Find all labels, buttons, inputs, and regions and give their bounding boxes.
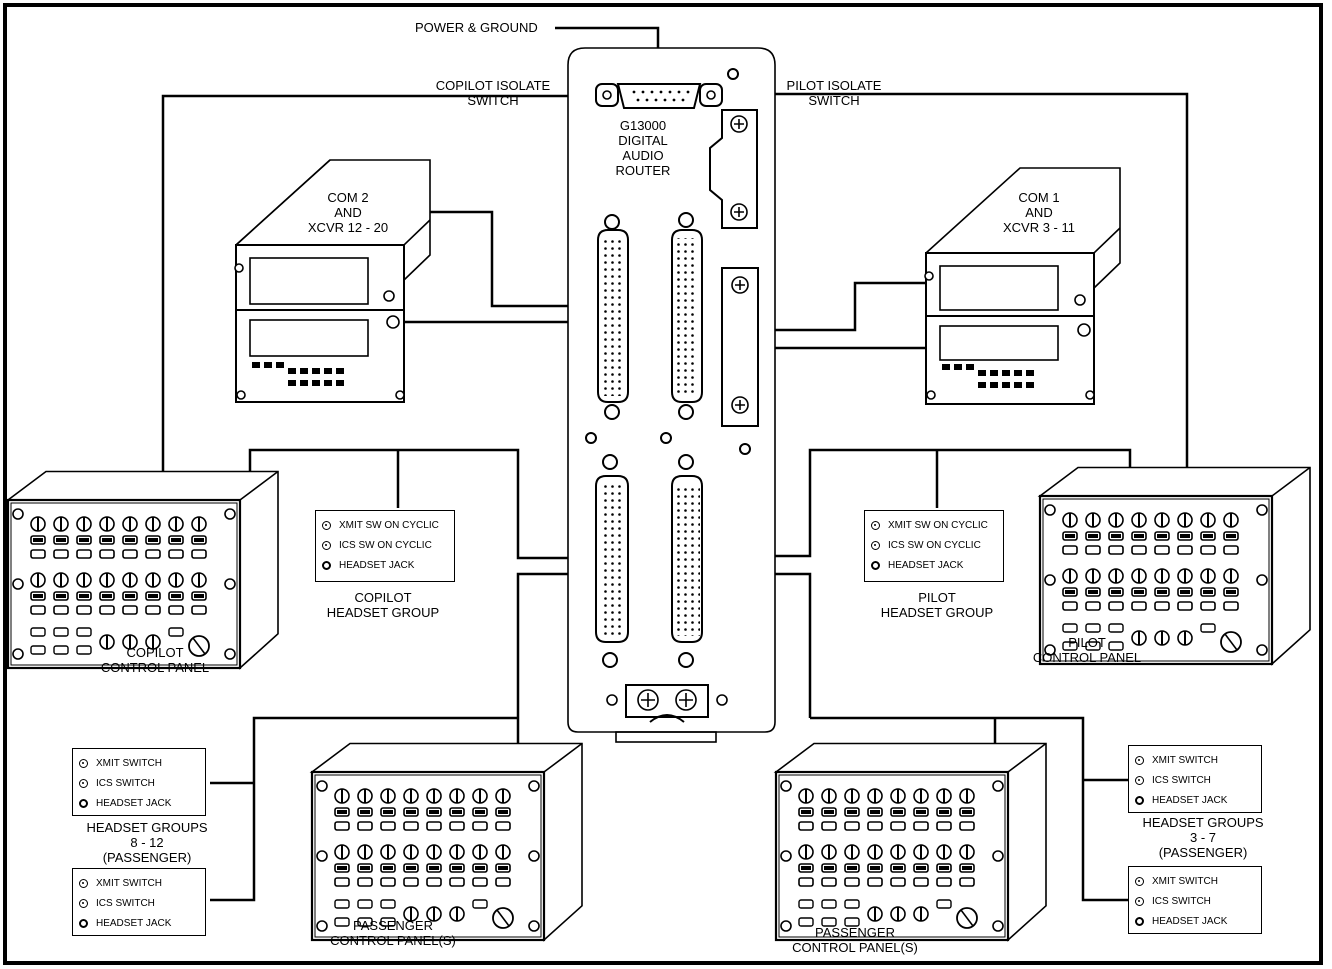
pilot-headset-group-box: XMIT SW ON CYCLIC ICS SW ON CYCLIC HEADS… xyxy=(864,510,1004,582)
passenger-headset-box-left-2: XMIT SWITCH ICS SWITCH HEADSET JACK xyxy=(72,868,206,936)
xmit-sw-row: XMIT SW ON CYCLIC xyxy=(871,515,997,535)
switch-symbol-icon xyxy=(79,759,88,768)
switch-symbol-icon xyxy=(1135,877,1144,886)
copilot-control-panel xyxy=(8,472,278,669)
passenger-headset-box-right-2: XMIT SWITCH ICS SWITCH HEADSET JACK xyxy=(1128,866,1262,934)
switch-symbol-icon xyxy=(322,541,331,550)
ics-switch-row: ICS SWITCH xyxy=(79,773,199,793)
jack-symbol-icon xyxy=(1135,917,1144,926)
switch-symbol-icon xyxy=(322,521,331,530)
xmit-switch-row: XMIT SWITCH xyxy=(79,753,199,773)
jack-symbol-icon xyxy=(871,561,880,570)
xmit-switch-row: XMIT SWITCH xyxy=(1135,750,1255,770)
switch-symbol-icon xyxy=(871,541,880,550)
switch-symbol-icon xyxy=(79,899,88,908)
passenger-control-panel-right xyxy=(776,744,1046,941)
switch-symbol-icon xyxy=(79,879,88,888)
ics-switch-row: ICS SWITCH xyxy=(1135,770,1255,790)
headset-jack-row: HEADSET JACK xyxy=(322,555,448,575)
ics-sw-row: ICS SW ON CYCLIC xyxy=(322,535,448,555)
router-connector-j1 xyxy=(598,215,628,419)
xmit-sw-row: XMIT SW ON CYCLIC xyxy=(322,515,448,535)
jack-symbol-icon xyxy=(79,799,88,808)
ics-switch-row: ICS SWITCH xyxy=(79,893,199,913)
passenger-headset-box-left-1: XMIT SWITCH ICS SWITCH HEADSET JACK xyxy=(72,748,206,816)
router-connector-j3 xyxy=(596,455,628,667)
passenger-headset-box-right-1: XMIT SWITCH ICS SWITCH HEADSET JACK xyxy=(1128,745,1262,813)
router-connector-j4 xyxy=(672,455,702,667)
switch-symbol-icon xyxy=(1135,897,1144,906)
headset-jack-row: HEADSET JACK xyxy=(1135,790,1255,810)
power-ground-label: POWER & GROUND xyxy=(415,20,538,35)
switch-symbol-icon xyxy=(79,779,88,788)
headset-jack-row: HEADSET JACK xyxy=(1135,911,1255,931)
router-connector-j2 xyxy=(672,213,702,419)
ics-sw-row: ICS SW ON CYCLIC xyxy=(871,535,997,555)
copilot-headset-group-box: XMIT SW ON CYCLIC ICS SW ON CYCLIC HEADS… xyxy=(315,510,455,582)
passenger-control-panel-left xyxy=(312,744,582,941)
ics-switch-row: ICS SWITCH xyxy=(1135,891,1255,911)
xmit-switch-row: XMIT SWITCH xyxy=(1135,871,1255,891)
headset-jack-row: HEADSET JACK xyxy=(871,555,997,575)
xmit-switch-row: XMIT SWITCH xyxy=(79,873,199,893)
headset-jack-row: HEADSET JACK xyxy=(79,913,199,933)
jack-symbol-icon xyxy=(322,561,331,570)
headset-jack-row: HEADSET JACK xyxy=(79,793,199,813)
switch-symbol-icon xyxy=(1135,756,1144,765)
switch-symbol-icon xyxy=(1135,776,1144,785)
jack-symbol-icon xyxy=(79,919,88,928)
jack-symbol-icon xyxy=(1135,796,1144,805)
switch-symbol-icon xyxy=(871,521,880,530)
